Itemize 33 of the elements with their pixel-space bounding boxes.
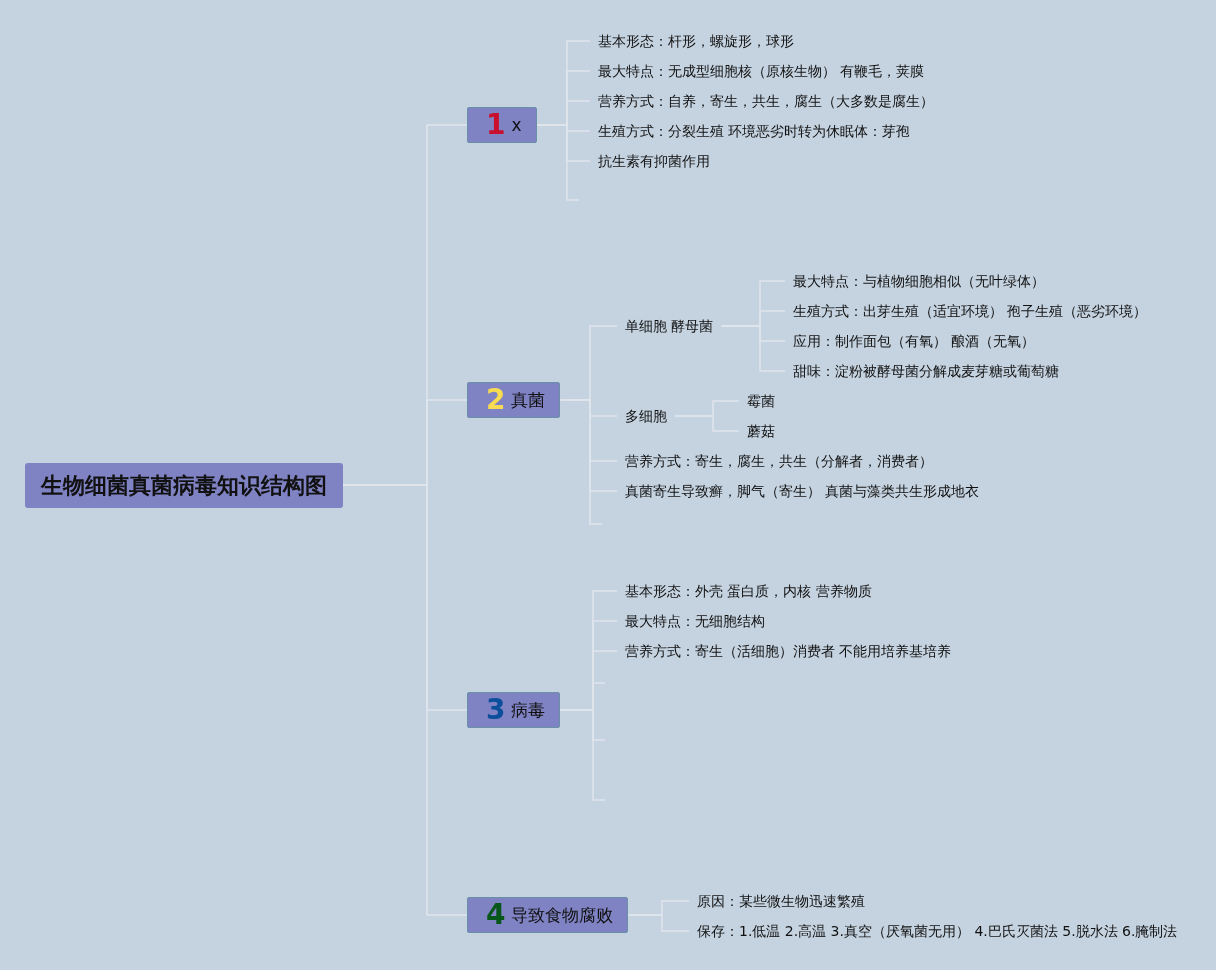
topic-text: 原因：某些微生物迅速繁殖: [689, 888, 873, 914]
topic-text: 多细胞: [617, 403, 675, 429]
topic-text: 基本形态：杆形，螺旋形，球形: [590, 28, 802, 54]
topic-text: 最大特点：无成型细胞核（原核生物） 有鞭毛，荚膜: [590, 58, 933, 84]
topic-text: 蘑菇: [739, 418, 783, 444]
topic-text: 保存：1.低温 2.高温 3.真空（厌氧菌无用） 4.巴氏灭菌法 5.脱水法 6.腌制法: [689, 918, 1186, 944]
topic-text: 最大特点：无细胞结构: [617, 608, 773, 634]
topic-text: 营养方式：寄生，腐生，共生（分解者，消费者）: [617, 448, 941, 474]
topic-number: 3: [486, 693, 506, 726]
topic-label: x: [511, 115, 522, 135]
topic-box: [467, 897, 629, 933]
topic-label: 病毒: [511, 700, 546, 720]
topic-label: 真菌: [511, 390, 546, 410]
topic-text: 最大特点：与植物细胞相似（无叶绿体）: [785, 268, 1053, 294]
topic-text: 单细胞 酵母菌: [617, 313, 722, 339]
topic-label: 导致食物腐败: [511, 905, 614, 925]
topic-text: 抗生素有抑菌作用: [590, 148, 718, 174]
topic-text: 真菌寄生导致癣，脚气（寄生） 真菌与藻类共生形成地衣: [617, 478, 988, 504]
central-topic: 生物细菌真菌病毒知识结构图: [25, 462, 343, 508]
topic-text: 应用：制作面包（有氧） 酿酒（无氧）: [785, 328, 1044, 354]
topic-text: 甜味：淀粉被酵母菌分解成麦芽糖或葡萄糖: [785, 358, 1067, 384]
topic-text: 生殖方式：分裂生殖 环境恶劣时转为休眠体：芽孢: [590, 118, 919, 144]
topic-text: 生殖方式：出芽生殖（适宜环境） 孢子生殖（恶劣环境）: [785, 298, 1156, 324]
topic-text: 营养方式：寄生（活细胞）消费者 不能用培养基培养: [617, 638, 960, 664]
topic-text: 营养方式：自养，寄生，共生，腐生（大多数是腐生）: [590, 88, 942, 114]
topic-box: [467, 692, 561, 728]
topic-text: 基本形态：外壳 蛋白质，内核 营养物质: [617, 578, 880, 604]
topic-number: 1: [486, 108, 506, 141]
topic-box: [467, 382, 561, 418]
topic-box: [467, 107, 537, 143]
topic-text: 霉菌: [739, 388, 783, 414]
topic-number: 2: [486, 383, 506, 416]
topic-number: 4: [486, 898, 506, 931]
